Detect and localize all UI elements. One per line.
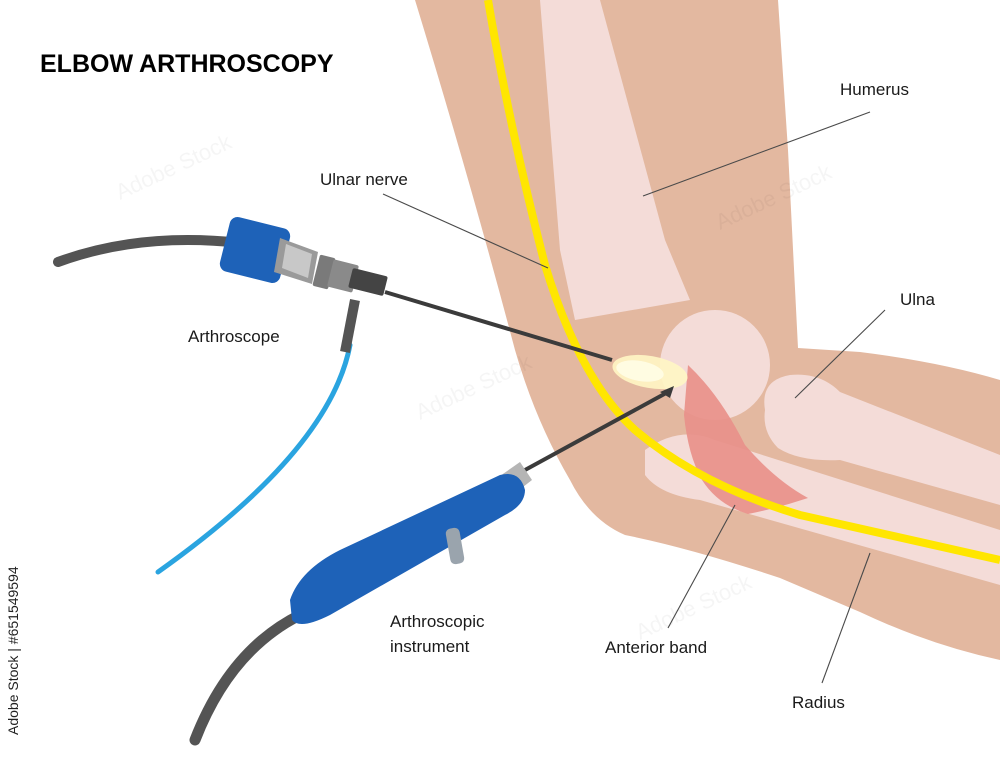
ulna-bone [764, 374, 1000, 505]
arthroscope-light-glow [612, 354, 688, 390]
arthroscopic-instrument [189, 386, 674, 746]
label-instrument-line2: instrument [390, 637, 470, 656]
anterior-band-ligament [684, 365, 808, 514]
label-arthroscope: Arthroscope [188, 327, 280, 346]
arthroscope-shaft [384, 290, 613, 362]
label-ulnar-nerve: Ulnar nerve [320, 170, 408, 189]
stock-credit: Adobe Stock | #651549594 [5, 566, 21, 735]
svg-text:Adobe Stock: Adobe Stock [112, 129, 237, 205]
diagram-title: ELBOW ARTHROSCOPY [40, 50, 334, 78]
fiber-optic-cable [155, 342, 353, 575]
label-instrument-line1: Arthroscopic [390, 612, 485, 631]
svg-text:Adobe Stock: Adobe Stock [412, 349, 537, 425]
leader-lines [382, 111, 886, 684]
arthroscope-body [219, 217, 388, 296]
fiber-connector [340, 299, 360, 353]
humerus-bone [540, 0, 690, 320]
label-humerus: Humerus [840, 80, 909, 99]
label-ulna: Ulna [900, 290, 936, 309]
arthroscope-light-cable [53, 235, 245, 267]
label-anterior-band: Anterior band [605, 638, 707, 657]
label-radius: Radius [792, 693, 845, 712]
